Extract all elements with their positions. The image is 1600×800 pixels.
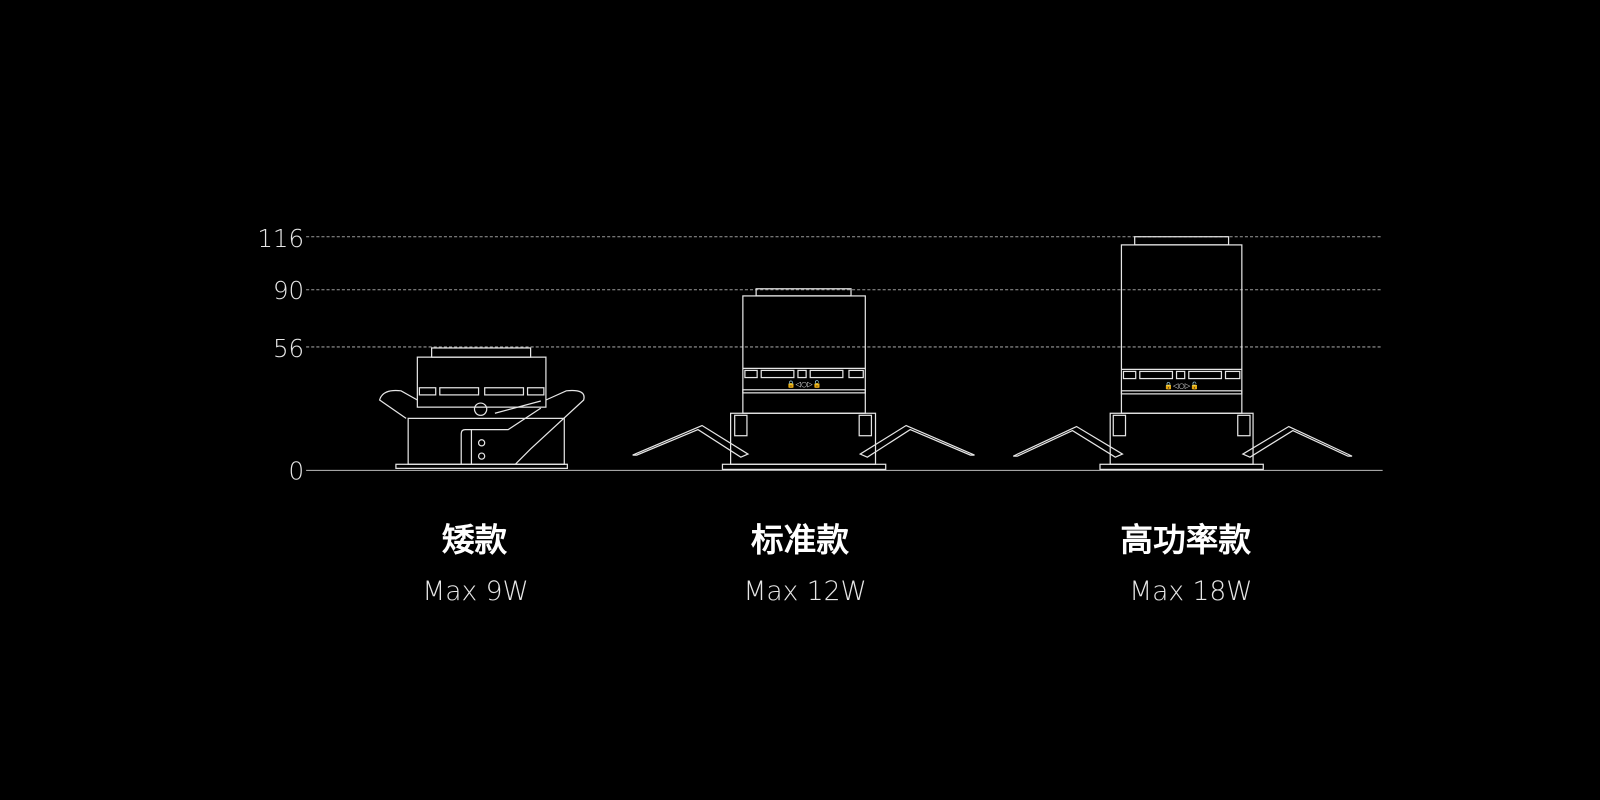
tick-116: 116 bbox=[257, 224, 304, 253]
tick-56: 56 bbox=[273, 334, 304, 363]
model-name-high-power: 高功率款 bbox=[1120, 521, 1251, 559]
model-power-standard: Max 12W bbox=[743, 576, 866, 607]
fixture-standard-drawing: 🔒◁○▷🔓 bbox=[632, 288, 975, 471]
model-power-high-power: Max 18W bbox=[1129, 576, 1252, 607]
tick-90: 90 bbox=[273, 276, 304, 305]
fixture-high-power-drawing: 🔒◁○▷🔓 bbox=[1013, 236, 1353, 471]
model-name-short: 矮款 bbox=[442, 521, 508, 559]
tick-0: 0 bbox=[289, 457, 305, 486]
band-symbols: 🔒◁○▷🔓 bbox=[1164, 381, 1199, 390]
fixture-short-drawing bbox=[378, 347, 585, 469]
band-symbols: 🔒◁○▷🔓 bbox=[787, 380, 822, 389]
model-name-standard: 标准款 bbox=[751, 521, 849, 559]
model-power-short: Max 9W bbox=[422, 576, 528, 607]
